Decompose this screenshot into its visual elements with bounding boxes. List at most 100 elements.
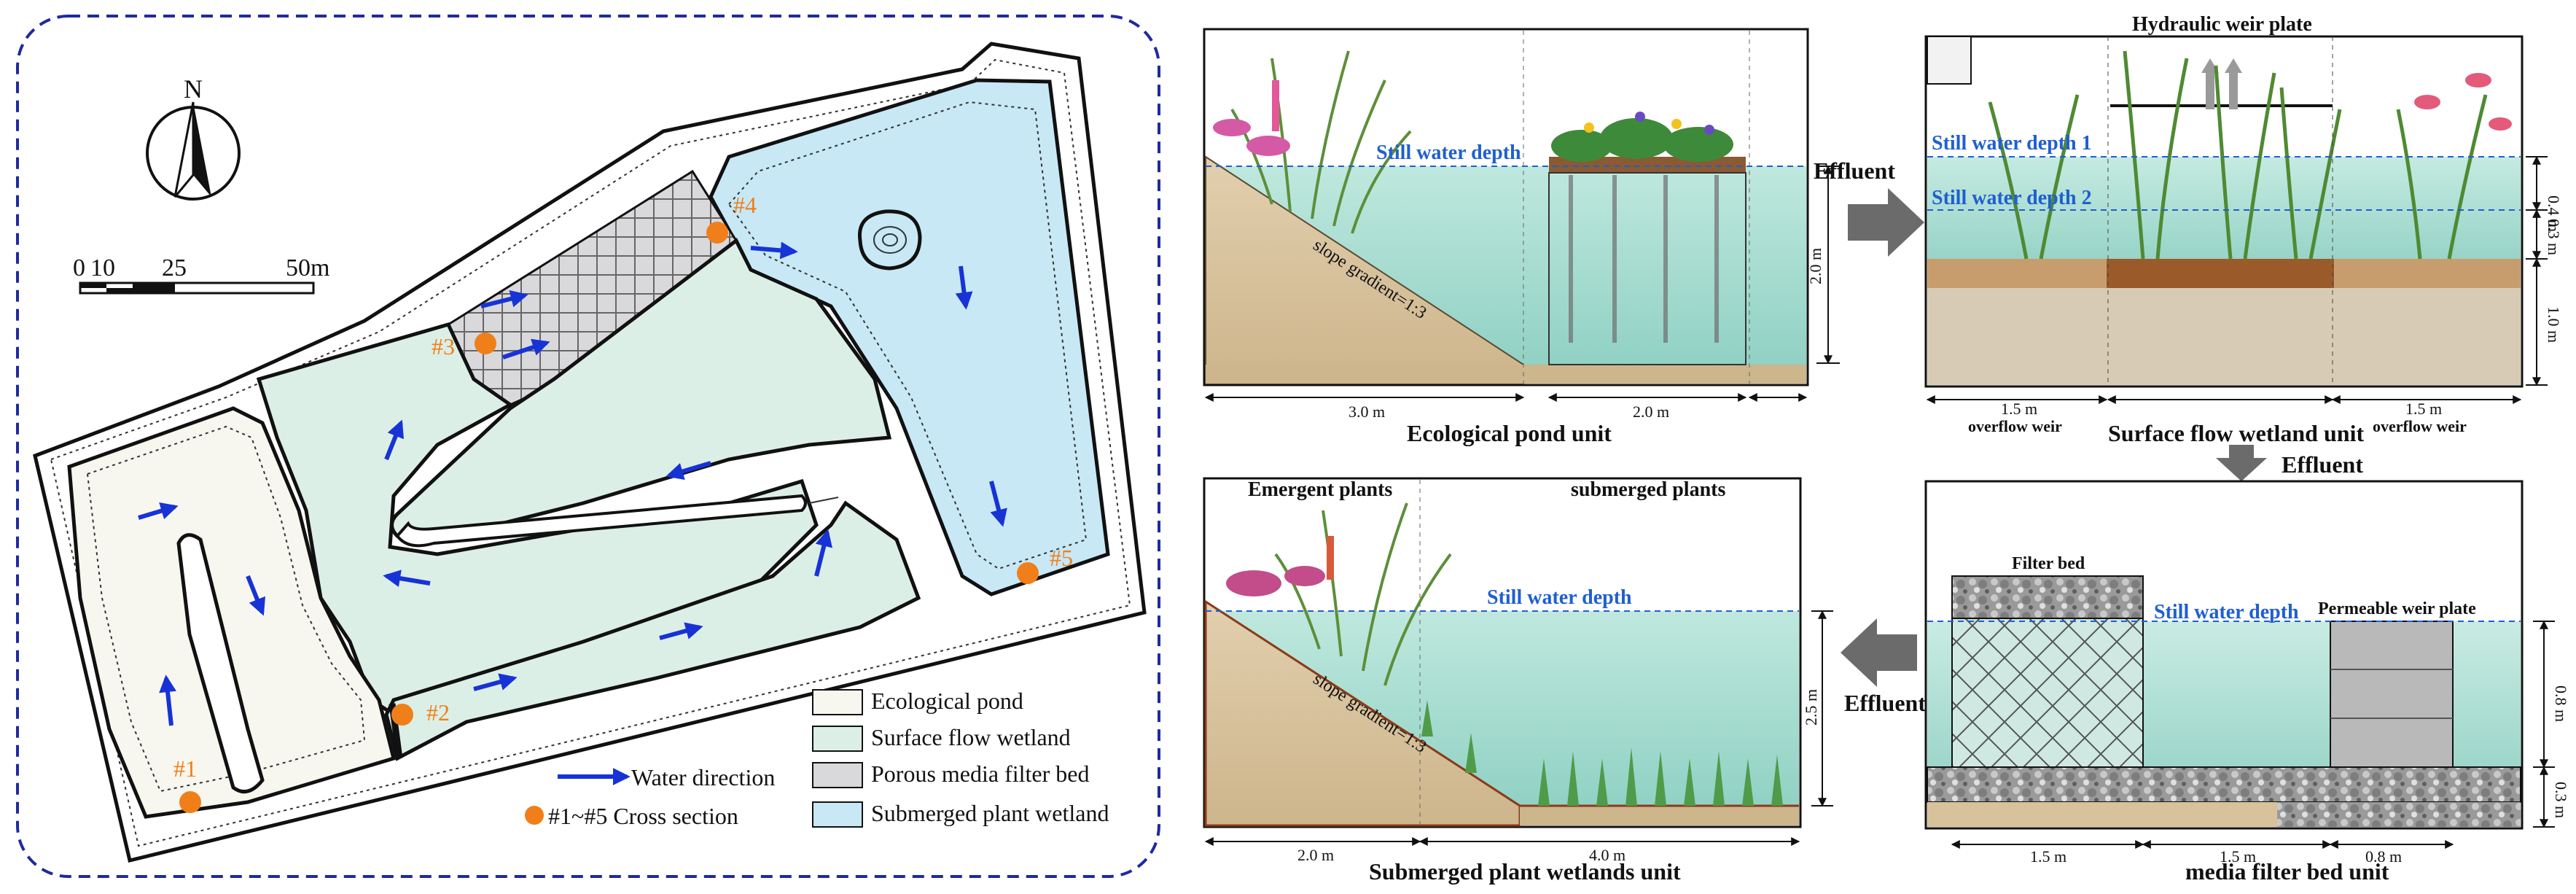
scale-bar: 0 10 25 50m bbox=[73, 254, 329, 295]
surface-dim-04: 0.4 m bbox=[2545, 195, 2563, 232]
north-compass: N bbox=[146, 74, 241, 201]
scale-tick-10: 10 bbox=[90, 254, 115, 281]
section-marker-2 bbox=[391, 704, 413, 726]
arrow-3 bbox=[159, 675, 176, 726]
submerged-unit-title: Submerged plant wetlands unit bbox=[1369, 858, 1681, 885]
submerged-depth-label: 2.5 m bbox=[1802, 689, 1820, 726]
water-direction-arrows bbox=[138, 241, 1007, 726]
section-label-1: #1 bbox=[173, 755, 197, 782]
plan-frame bbox=[16, 15, 1160, 878]
pond-width-left: 3.0 m bbox=[1349, 403, 1385, 421]
arrow-9 bbox=[473, 673, 518, 691]
filter-width-3: 0.8 m bbox=[2365, 847, 2402, 866]
ecological-pond-unit: Still water depth slope gradient=1:3 2.0… bbox=[1203, 28, 1840, 446]
submerged-emergent-plants bbox=[1274, 502, 1452, 686]
legend-water-direction: Water direction bbox=[631, 764, 775, 790]
submerged-width-right: 4.0 m bbox=[1589, 846, 1625, 864]
effluent-label-1: Effluent bbox=[1814, 158, 1895, 184]
section-label-2: #2 bbox=[426, 699, 450, 726]
filter-unit-title: media filter bed unit bbox=[2185, 858, 2389, 885]
surface-width-left: 1.5 m bbox=[2001, 400, 2037, 418]
arrow-10 bbox=[659, 622, 703, 640]
arrow-2 bbox=[246, 575, 266, 616]
surface-right-label: overflow weir bbox=[2373, 417, 2467, 435]
gravel-layer bbox=[1927, 766, 2521, 803]
surface-emergent-plants bbox=[1988, 50, 2488, 260]
pond-dotted-inner bbox=[86, 425, 366, 793]
section-marker-5 bbox=[1017, 562, 1039, 584]
arrow-11 bbox=[814, 529, 832, 577]
legend-ecological-pond: Ecological pond bbox=[871, 688, 1023, 714]
arrow-5 bbox=[383, 570, 431, 587]
wetland-finger bbox=[390, 238, 892, 542]
permeable-weir-label: Permeable weir plate bbox=[2318, 599, 2476, 618]
filter-dim-08: 0.8 m bbox=[2552, 685, 2570, 722]
section-label-5: #5 bbox=[1050, 545, 1073, 571]
scale-tick-25: 25 bbox=[162, 254, 187, 281]
section-marker-3 bbox=[475, 333, 496, 354]
submerged-still-water: Still water depth bbox=[1487, 586, 1632, 609]
legend-surface-flow: Surface flow wetland bbox=[871, 724, 1071, 750]
surface-width-right: 1.5 m bbox=[2405, 400, 2442, 418]
weir-plate-label: Hydraulic weir plate bbox=[2132, 13, 2312, 36]
surface-dim-10: 1.0 m bbox=[2545, 306, 2563, 343]
arrow-6 bbox=[480, 290, 528, 308]
filter-dim-03: 0.3 m bbox=[2552, 782, 2570, 818]
section-marker-1 bbox=[179, 791, 201, 813]
filter-bed-label: Filter bed bbox=[2012, 554, 2085, 573]
surface-dim-03: 0.3 m bbox=[2545, 219, 2563, 255]
arrow-7 bbox=[502, 338, 550, 359]
site-plan: #1 #2 #3 #4 #5 N 0 10 25 50m bbox=[16, 15, 1160, 878]
emergent-plants-label: Emergent plants bbox=[1248, 478, 1392, 501]
submerged-plants-label: submerged plants bbox=[1571, 478, 1725, 501]
permeable-weir-block bbox=[2330, 621, 2454, 768]
ecological-pond bbox=[67, 406, 397, 819]
arrow-12 bbox=[750, 241, 798, 260]
pond-still-water: Still water depth bbox=[1376, 141, 1521, 164]
scale-tick-0: 0 bbox=[73, 254, 85, 281]
pond-finger bbox=[176, 533, 265, 794]
filter-width-2: 1.5 m bbox=[2220, 847, 2256, 866]
surface-flow-wetland-lower bbox=[384, 500, 921, 761]
surface-left-label: overflow weir bbox=[1968, 417, 2062, 435]
submerged-width-left: 2.0 m bbox=[1297, 846, 1334, 864]
arrow-8 bbox=[666, 461, 711, 481]
arrow-13 bbox=[955, 265, 973, 310]
scale-tick-50: 50m bbox=[286, 254, 329, 281]
gray-arrow-left bbox=[1841, 618, 1917, 687]
section-marker-4 bbox=[706, 222, 728, 244]
filter-still-water: Still water depth bbox=[2154, 601, 2299, 623]
north-label: N bbox=[184, 74, 203, 104]
gray-arrow-down bbox=[2216, 445, 2267, 481]
surface-unit-title: Surface flow wetland unit bbox=[2108, 420, 2364, 446]
surface-still-water-2: Still water depth 2 bbox=[1932, 187, 2092, 209]
legend-submerged: Submerged plant wetland bbox=[871, 800, 1109, 826]
submerged-plants-group bbox=[1421, 700, 1783, 806]
section-markers: #1 #2 #3 #4 #5 bbox=[173, 192, 1073, 813]
island bbox=[857, 209, 922, 271]
submerged-dotted-inner bbox=[727, 101, 1088, 570]
pond-width-right: 2.0 m bbox=[1633, 403, 1669, 421]
pond-depth-label: 2.0 m bbox=[1806, 248, 1824, 284]
legend-filter-bed: Porous media filter bed bbox=[871, 761, 1089, 787]
weir-plate-left bbox=[1927, 36, 1972, 85]
section-label-4: #4 bbox=[733, 192, 757, 218]
arrow-1 bbox=[138, 502, 179, 520]
plan-legend: Water direction #1~#5 Cross section Ecol… bbox=[525, 688, 1109, 829]
wetland-channel bbox=[395, 494, 807, 548]
section-label-3: #3 bbox=[432, 333, 455, 359]
submerged-plant-unit: Emergent plants submerged plants Still w… bbox=[1203, 477, 1833, 885]
filter-width-1: 1.5 m bbox=[2030, 847, 2066, 866]
arrow-14 bbox=[989, 481, 1007, 527]
legend-cross-section: #1~#5 Cross section bbox=[548, 803, 738, 829]
effluent-label-2: Effluent bbox=[2282, 451, 2363, 478]
surface-flow-unit: Hydraulic weir plate Still water depth 1… bbox=[1924, 13, 2563, 446]
arrow-4 bbox=[384, 419, 405, 461]
surface-still-water-1: Still water depth 1 bbox=[1932, 132, 2092, 155]
effluent-label-3: Effluent bbox=[1844, 690, 1926, 716]
floating-bed-plants bbox=[1551, 112, 1733, 162]
pond-unit-title: Ecological pond unit bbox=[1407, 420, 1612, 446]
media-filter-bed-unit: Filter bed Permeable weir plate Still wa… bbox=[1924, 480, 2570, 885]
gray-arrow-right bbox=[1848, 188, 1924, 257]
